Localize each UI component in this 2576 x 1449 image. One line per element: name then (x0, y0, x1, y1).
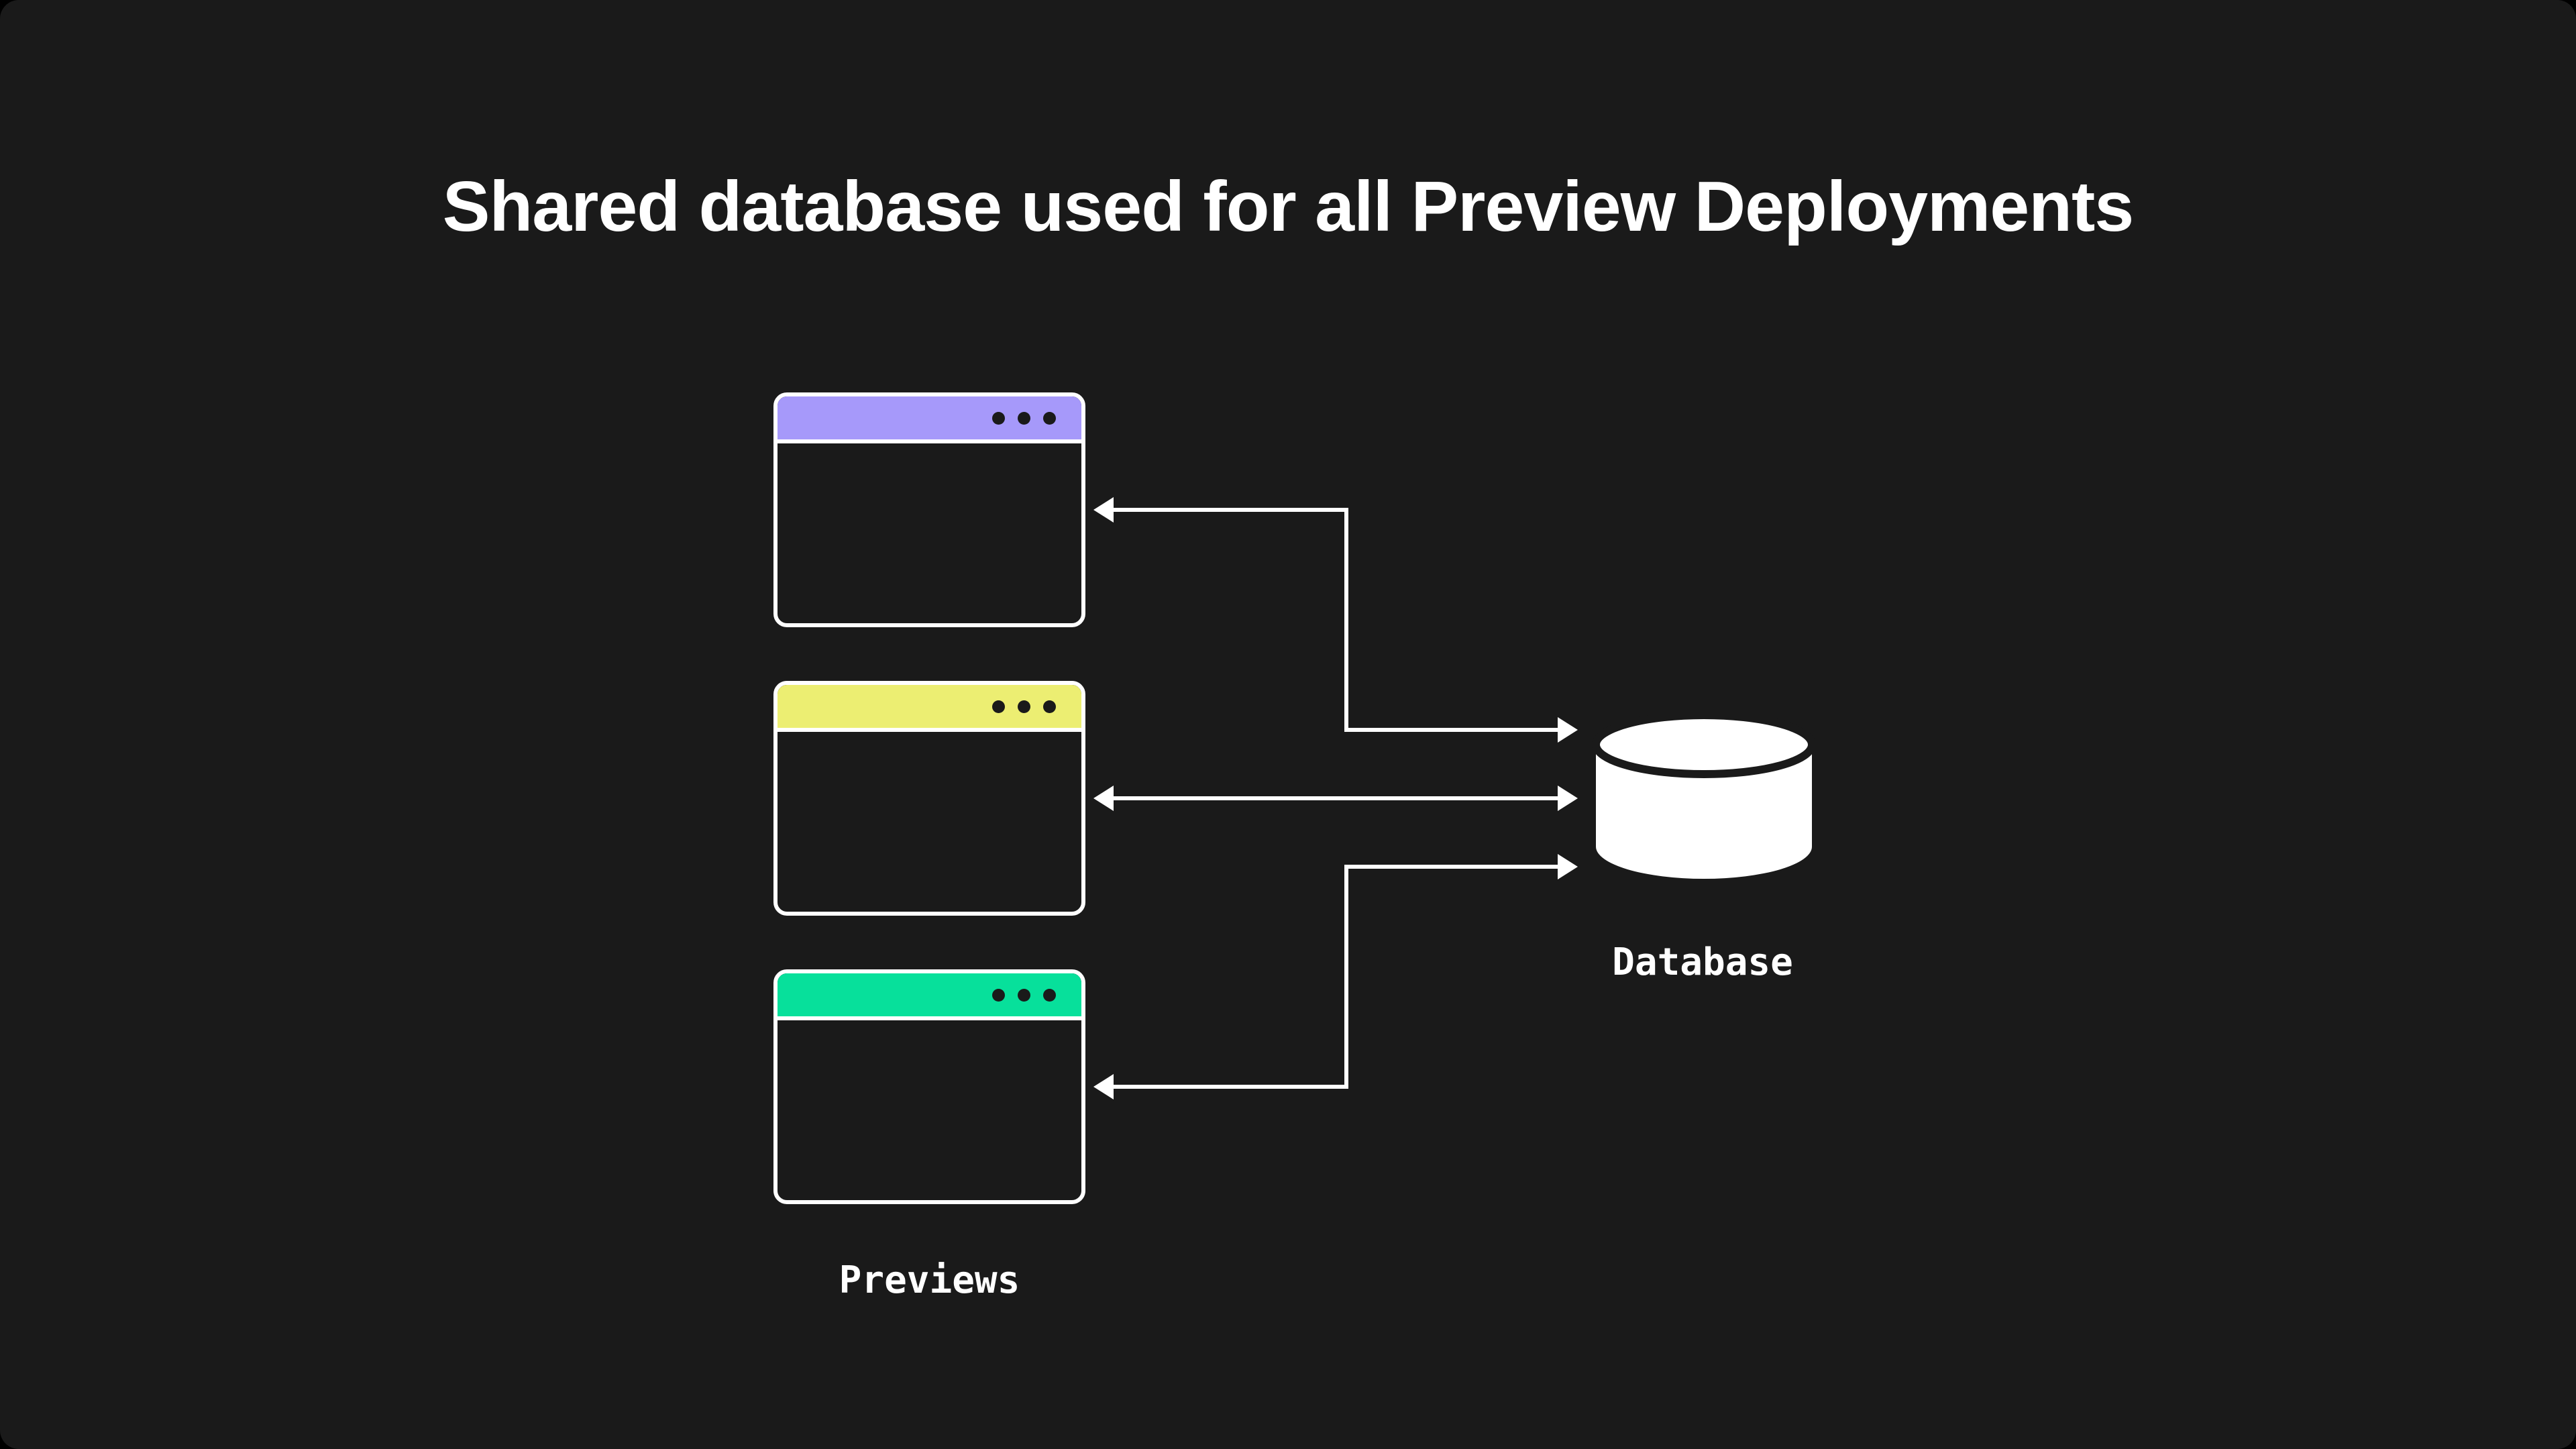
window-dot-icon (992, 700, 1005, 713)
window-body (777, 1020, 1081, 1200)
window-dot-icon (1018, 411, 1030, 425)
previews-label: Previews (839, 1258, 1020, 1302)
diagram-title: Shared database used for all Preview Dep… (442, 167, 2134, 246)
arrowhead-left-icon (1093, 1074, 1114, 1099)
database-cap (1592, 712, 1816, 778)
window-titlebar (777, 685, 1081, 732)
window-dot-icon (1043, 700, 1056, 713)
window-body (777, 443, 1081, 623)
database-label: Database (1612, 941, 1793, 984)
arrowhead-left-icon (1093, 786, 1114, 811)
preview-window-2 (773, 681, 1085, 916)
preview-window-1 (773, 392, 1085, 627)
window-dot-icon (1018, 988, 1030, 1002)
window-dot-icon (1043, 988, 1056, 1002)
arrowheads (1093, 497, 1578, 1099)
window-dot-icon (1018, 700, 1030, 713)
database-body (1596, 746, 1812, 879)
window-dot-icon (1043, 411, 1056, 425)
window-titlebar (777, 396, 1081, 443)
arrowhead-right-icon (1558, 717, 1578, 743)
arrowhead-left-icon (1093, 497, 1114, 523)
window-dot-icon (992, 411, 1005, 425)
window-body (777, 732, 1081, 912)
arrow-lines (1111, 508, 1559, 1089)
window-dot-icon (992, 988, 1005, 1002)
arrow-preview3-database (1111, 865, 1559, 1089)
database-cylinder-icon (1592, 712, 1816, 879)
arrowhead-right-icon (1558, 854, 1578, 879)
arrowhead-right-icon (1558, 786, 1578, 811)
arrow-preview1-database (1111, 508, 1559, 732)
window-titlebar (777, 973, 1081, 1020)
preview-window-3 (773, 969, 1085, 1204)
